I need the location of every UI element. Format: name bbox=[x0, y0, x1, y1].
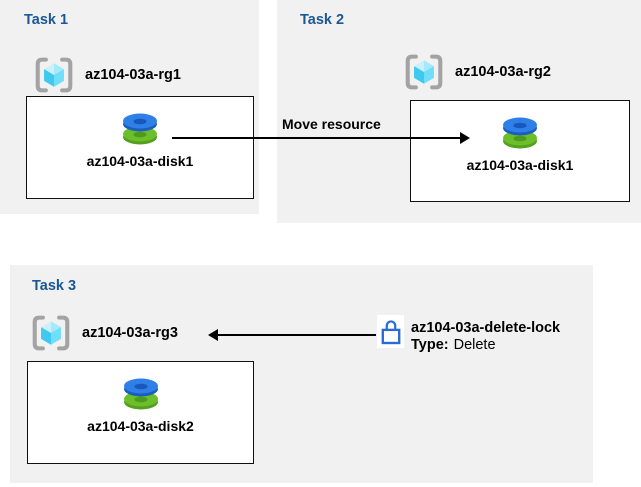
managed-disk-icon bbox=[123, 378, 158, 410]
lock-type-label: Type: bbox=[411, 336, 449, 353]
lock-annotation: az104-03a-delete-lock Type:Delete bbox=[411, 320, 560, 353]
task3-title: Task 3 bbox=[32, 278, 77, 294]
task1-resource-group-row: az104-03a-rg1 bbox=[34, 56, 181, 94]
lock-type-value: Delete bbox=[453, 336, 496, 353]
lock-arrow-head-icon bbox=[208, 329, 218, 341]
task1-panel: Task 1 az104-03a-rg1 az104-03a-disk bbox=[0, 0, 259, 214]
task2-disk-label: az104-03a-disk1 bbox=[466, 157, 574, 173]
move-arrow-head-icon bbox=[460, 132, 470, 144]
task3-resource-group-row: az104-03a-rg3 bbox=[31, 314, 178, 352]
managed-disk-icon bbox=[503, 117, 537, 149]
task1-disk-label: az104-03a-disk1 bbox=[86, 153, 194, 169]
lock-icon bbox=[381, 319, 400, 344]
task3-disk-box: az104-03a-disk2 bbox=[27, 361, 254, 464]
lock-arrow-line bbox=[218, 334, 376, 336]
move-arrow-line bbox=[172, 137, 462, 139]
task1-title: Task 1 bbox=[24, 12, 69, 28]
task1-disk-box: az104-03a-disk1 bbox=[26, 96, 254, 199]
task3-resource-group-label: az104-03a-rg3 bbox=[82, 325, 178, 341]
task2-resource-group-label: az104-03a-rg2 bbox=[455, 64, 551, 80]
task2-title: Task 2 bbox=[300, 12, 345, 28]
resource-group-icon bbox=[32, 315, 70, 351]
resource-group-icon bbox=[35, 57, 73, 93]
task3-panel: Task 3 az104-03a-rg3 az104-03a-disk bbox=[10, 265, 593, 483]
task2-resource-group-row: az104-03a-rg2 bbox=[404, 53, 551, 91]
move-resource-label: Move resource bbox=[282, 116, 381, 132]
task3-disk-label: az104-03a-disk2 bbox=[87, 418, 194, 434]
resource-group-icon bbox=[405, 54, 443, 90]
lock-icon-tile bbox=[377, 315, 404, 348]
lock-name: az104-03a-delete-lock bbox=[411, 320, 561, 336]
task1-resource-group-label: az104-03a-rg1 bbox=[85, 67, 181, 83]
lock-type-line: Type:Delete bbox=[411, 337, 560, 354]
managed-disk-icon bbox=[123, 113, 157, 145]
task2-disk-box: az104-03a-disk1 bbox=[410, 100, 630, 202]
task2-panel: Task 2 az104-03a-rg2 az104-03a-disk bbox=[277, 0, 641, 223]
